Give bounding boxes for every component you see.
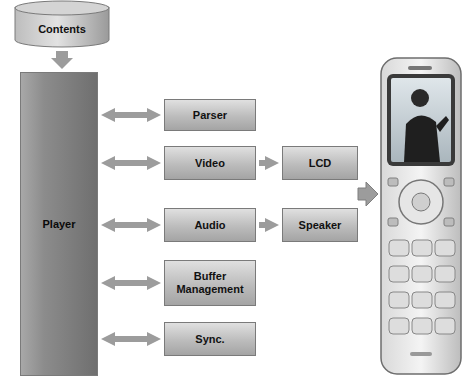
phone-illustration — [381, 58, 461, 374]
screen-figure-body — [404, 115, 440, 162]
output-box: Speaker — [282, 208, 358, 242]
node-label: Contents — [38, 23, 86, 36]
phone-key — [389, 240, 409, 256]
process-box: Sync. — [164, 322, 256, 356]
process-box: Buffer Management — [164, 260, 256, 306]
phone-nav-ring — [399, 180, 443, 224]
connector-arrow — [259, 160, 265, 166]
node-label: LCD — [309, 157, 332, 170]
process-box: Audio — [164, 208, 256, 242]
output-box: LCD — [282, 146, 358, 180]
phone-soft-key — [444, 178, 454, 186]
phone-screen — [391, 78, 451, 162]
node-label: Audio — [194, 219, 225, 232]
connector-arrow — [56, 51, 68, 58]
connector-arrow — [115, 112, 147, 118]
phone-microphone — [410, 352, 432, 356]
phone-key — [389, 318, 409, 334]
screen-figure-arm — [436, 116, 449, 132]
cylinder-top — [15, 1, 109, 15]
node-label: Buffer Management — [170, 270, 250, 295]
phone-key — [435, 318, 455, 334]
phone-key — [412, 266, 432, 282]
node-label: Sync. — [195, 333, 224, 346]
phone-key — [412, 240, 432, 256]
node-label: Parser — [193, 109, 227, 122]
process-box: Parser — [164, 99, 256, 131]
storage-cylinder: Contents — [14, 0, 110, 48]
connector-arrow — [115, 222, 147, 228]
phone-call-key — [388, 218, 398, 226]
phone-body — [381, 58, 461, 374]
phone-key — [435, 292, 455, 308]
output-arrow — [358, 182, 378, 206]
connector-arrow — [115, 336, 147, 342]
player-block: Player — [20, 72, 98, 376]
node-label: Player — [42, 218, 75, 231]
phone-soft-key — [388, 178, 398, 186]
phone-end-key — [444, 218, 454, 226]
phone-key — [435, 266, 455, 282]
process-box: Video — [164, 146, 256, 180]
phone-nav-center — [412, 193, 430, 211]
phone-key — [435, 240, 455, 256]
phone-screen-frame — [387, 74, 455, 166]
node-label: Speaker — [299, 219, 342, 232]
connector-arrow — [115, 280, 147, 286]
node-label: Video — [195, 157, 225, 170]
screen-figure-head — [411, 89, 429, 107]
phone-key — [412, 318, 432, 334]
phone-earpiece — [408, 66, 432, 70]
connector-arrow — [259, 222, 265, 228]
phone-key — [412, 292, 432, 308]
connector-arrow — [115, 160, 147, 166]
phone-key — [389, 292, 409, 308]
phone-key — [389, 266, 409, 282]
